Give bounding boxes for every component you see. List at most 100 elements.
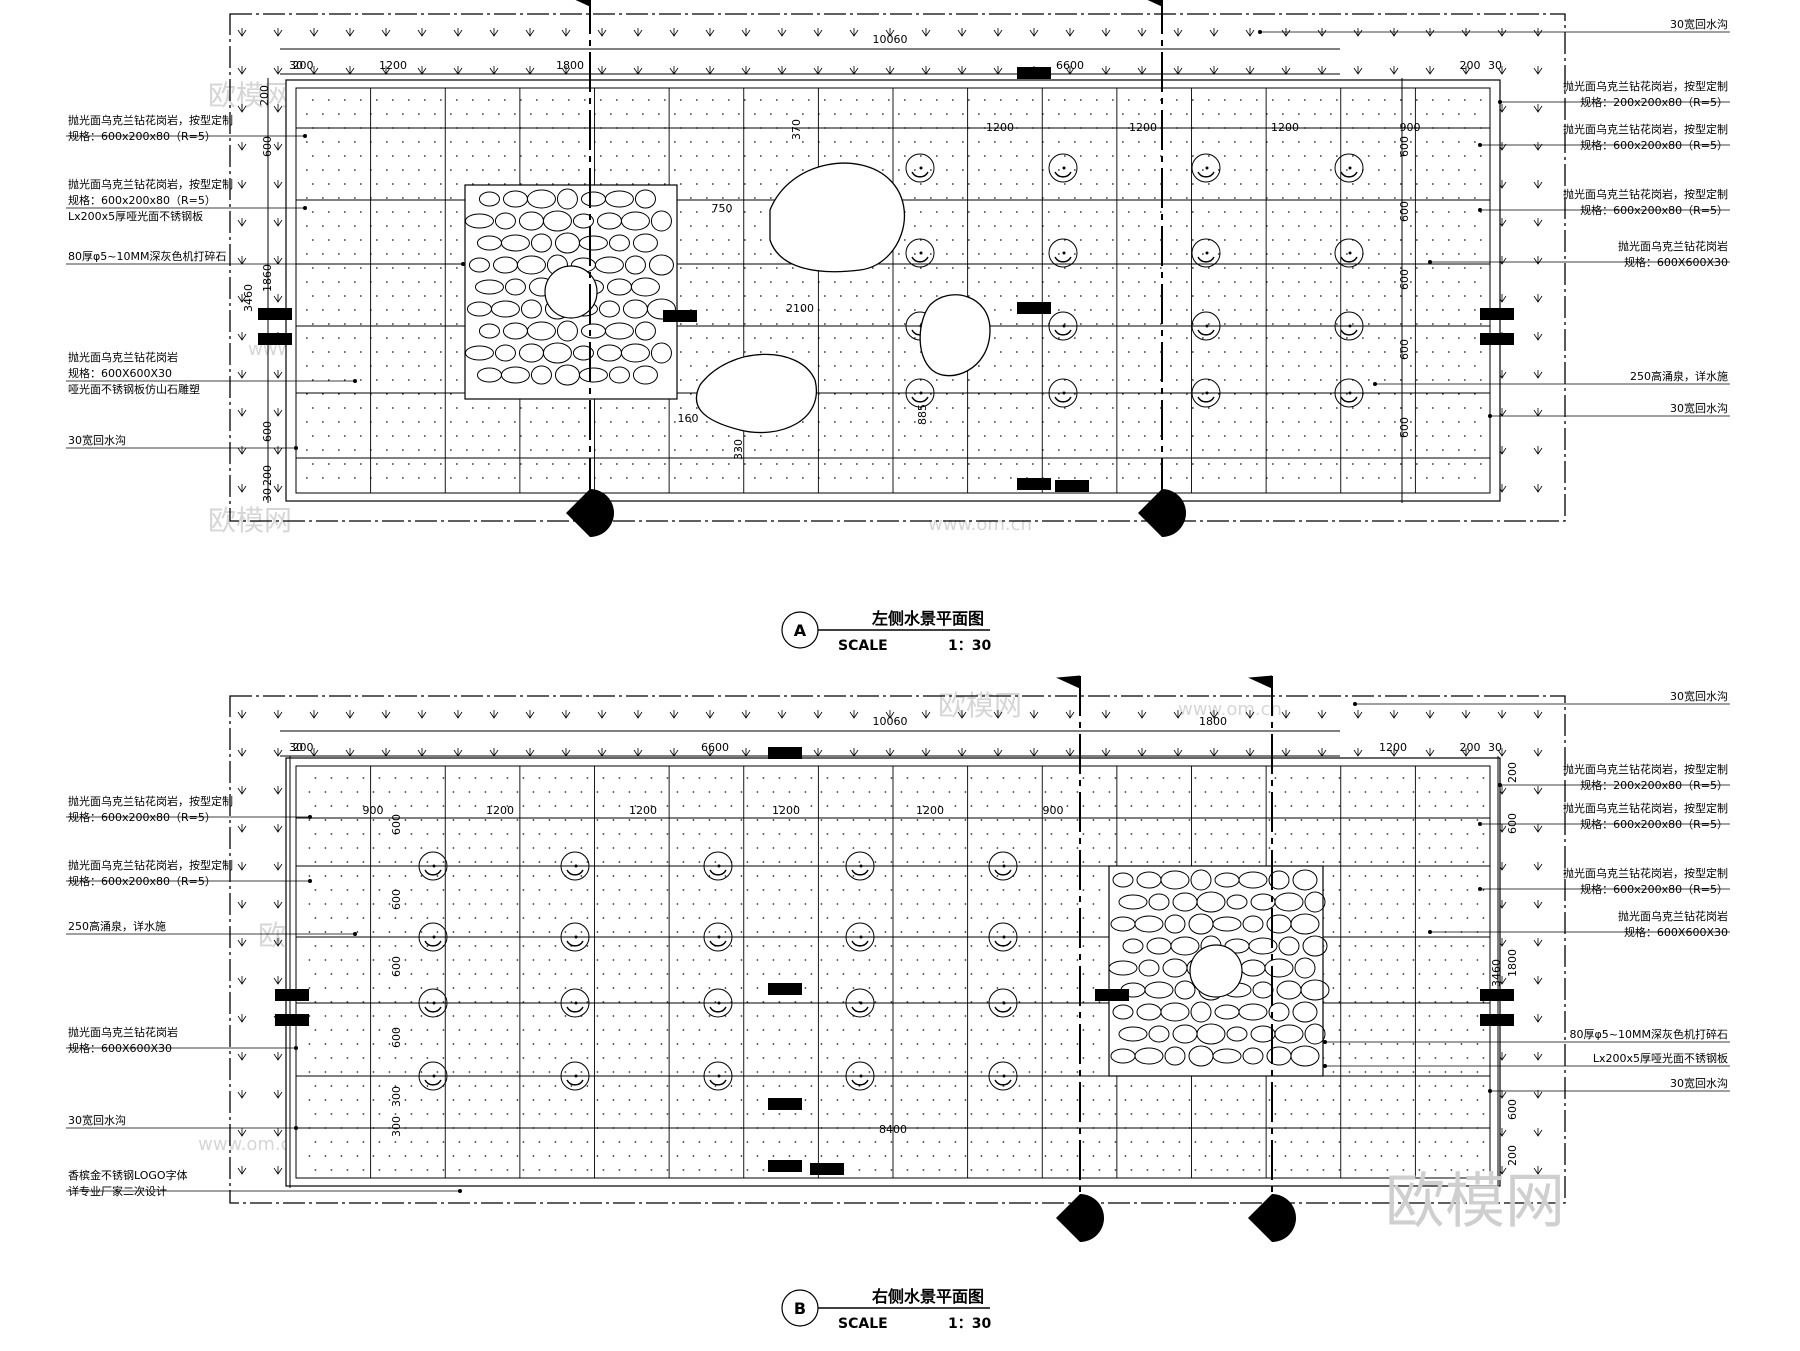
dimension-label-inner: 1200 [772,804,800,817]
water-dot [1169,449,1172,451]
water-dot [1319,435,1322,437]
water-dot [327,407,330,409]
water-dot [1111,351,1114,353]
water-dot [436,1099,439,1101]
water-dot [388,875,391,877]
planting-hatch [1497,710,1507,719]
water-dot [945,225,948,227]
water-dot [1303,323,1306,325]
water-dot [1418,917,1421,919]
water-dot [1194,861,1197,863]
planting-hatch [1533,370,1543,379]
water-dot [330,777,333,779]
water-dot [1185,253,1188,255]
water-dot [1047,155,1050,157]
water-dot [1476,959,1479,961]
water-dot [378,1029,381,1031]
planting-hatch [237,256,247,265]
water-dot [874,1085,877,1087]
water-dot [983,379,986,381]
water-dot [743,351,746,353]
planting-hatch [633,66,643,75]
fountain-jet-nozzle [1002,1001,1006,1005]
water-dot [1223,295,1226,297]
water-dot [372,1099,375,1101]
water-dot [401,197,404,199]
water-dot [378,805,381,807]
water-dot [602,861,605,863]
water-dot [1313,281,1316,283]
water-dot [532,875,535,877]
water-dot [1383,379,1386,381]
gravel-stone [634,321,656,341]
water-dot [324,1015,327,1017]
water-dot [1377,393,1380,395]
water-dot [1281,253,1284,255]
water-dot [1396,1043,1399,1045]
fountain-jet-inner [994,1006,1012,1013]
water-dot [1348,1043,1351,1045]
water-dot [689,477,692,479]
water-dot [778,805,781,807]
water-dot [1290,1169,1293,1171]
water-dot [1063,407,1066,409]
water-dot [615,155,618,157]
water-dot [401,449,404,451]
water-dot [705,449,708,451]
water-dot [1460,847,1463,849]
water-dot [1028,987,1031,989]
water-dot [826,1001,829,1003]
water-dot [1479,267,1482,269]
water-dot [1418,1085,1421,1087]
water-dot [612,1043,615,1045]
water-dot [855,155,858,157]
water-dot [618,1169,621,1171]
water-dot [986,973,989,975]
dimension-label-side: 600 [1398,417,1411,438]
water-dot [1025,225,1028,227]
water-dot [481,141,484,143]
water-dot [516,1099,519,1101]
water-dot [1255,435,1258,437]
water-dot [468,791,471,793]
water-dot [1073,421,1076,423]
water-dot [1377,141,1380,143]
water-dot [561,421,564,423]
water-dot [1428,1043,1431,1045]
water-dot [714,973,717,975]
water-dot [1444,875,1447,877]
water-dot [1364,903,1367,905]
water-dot [1255,267,1258,269]
water-dot [1079,211,1082,213]
water-dot [785,141,788,143]
water-dot [788,819,791,821]
water-dot [503,435,506,437]
water-dot [756,875,759,877]
water-dot [842,917,845,919]
water-dot [545,449,548,451]
water-dot [1450,861,1453,863]
water-dot [855,323,858,325]
water-dot [1114,777,1117,779]
water-dot [823,155,826,157]
water-dot [980,987,983,989]
water-dot [1185,365,1188,367]
water-dot [772,1071,775,1073]
water-dot [858,805,861,807]
water-dot [484,1015,487,1017]
water-dot [1396,903,1399,905]
water-dot [423,211,426,213]
water-dot [932,1015,935,1017]
water-dot [1415,155,1418,157]
water-dot [1034,973,1037,975]
water-dot [1297,281,1300,283]
water-dot [1444,819,1447,821]
water-dot [1066,1001,1069,1003]
water-dot [1028,1099,1031,1101]
water-dot [423,155,426,157]
water-dot [1082,833,1085,835]
water-dot [705,309,708,311]
water-dot [644,1015,647,1017]
water-dot [695,463,698,465]
water-dot [833,141,836,143]
